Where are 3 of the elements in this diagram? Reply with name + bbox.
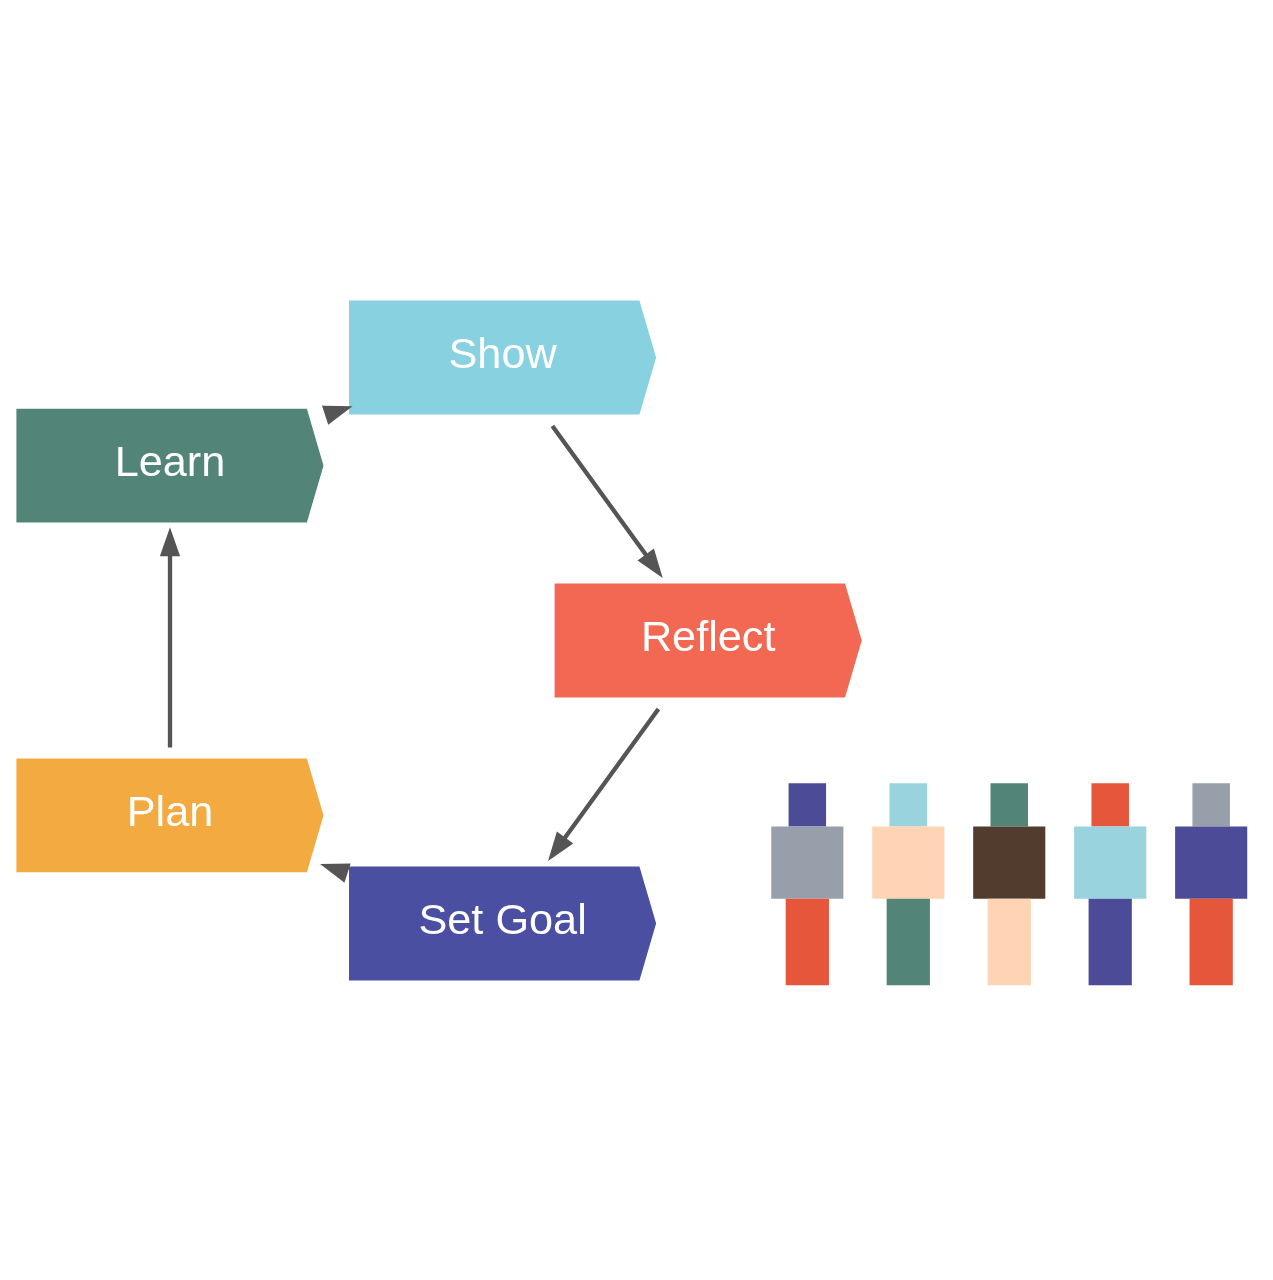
arrow (550, 424, 663, 578)
arrow (159, 526, 181, 747)
arrow (548, 707, 661, 861)
